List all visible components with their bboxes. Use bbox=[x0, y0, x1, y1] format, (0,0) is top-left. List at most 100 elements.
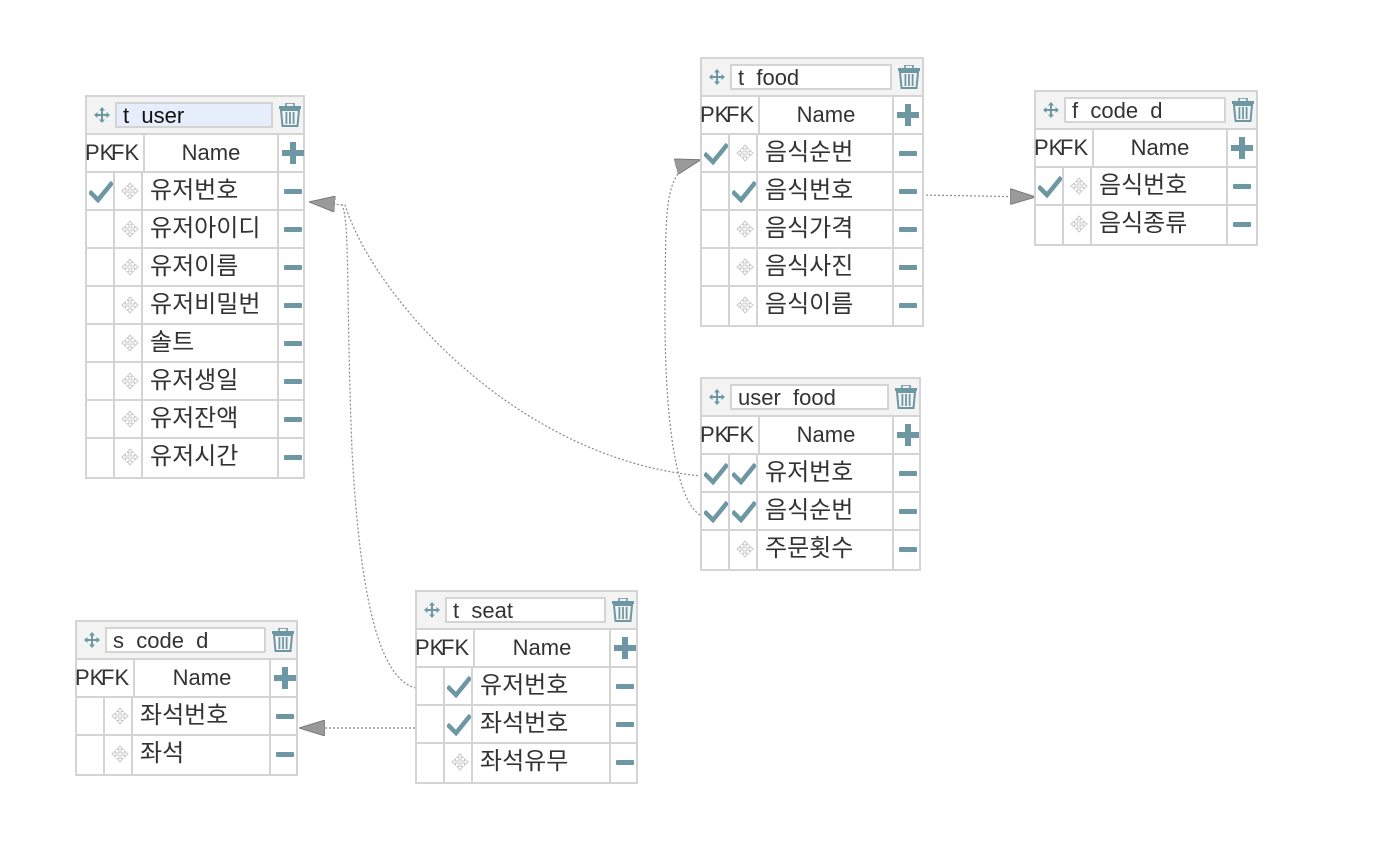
column-row[interactable]: 좌석유무 bbox=[417, 744, 636, 782]
plus-icon[interactable] bbox=[897, 104, 919, 126]
column-row[interactable]: 솔트 bbox=[87, 325, 303, 363]
minus-icon[interactable] bbox=[899, 265, 917, 270]
drag-handle-icon[interactable] bbox=[736, 144, 754, 162]
column-row[interactable]: 유저이름 bbox=[87, 249, 303, 287]
minus-icon[interactable] bbox=[616, 760, 634, 765]
drag-handle-icon[interactable] bbox=[736, 540, 754, 558]
column-row[interactable]: 음식순번 bbox=[702, 493, 919, 531]
fk-cell[interactable] bbox=[445, 706, 473, 742]
drag-handle-icon[interactable] bbox=[121, 448, 139, 466]
table-header[interactable]: t_food bbox=[702, 59, 922, 97]
minus-icon[interactable] bbox=[899, 471, 917, 476]
minus-icon[interactable] bbox=[899, 303, 917, 308]
table-header[interactable]: user_food bbox=[702, 379, 919, 417]
drag-handle-icon[interactable] bbox=[121, 220, 139, 238]
pk-cell[interactable] bbox=[702, 493, 730, 529]
pk-cell[interactable] bbox=[87, 287, 115, 323]
drag-handle-icon[interactable] bbox=[121, 334, 139, 352]
column-name[interactable]: 유저생일 bbox=[143, 363, 279, 399]
fk-cell[interactable] bbox=[115, 439, 143, 477]
column-row[interactable]: 유저생일 bbox=[87, 363, 303, 401]
table-header[interactable]: f_code_d bbox=[1036, 92, 1256, 130]
column-name[interactable]: 음식번호 bbox=[1092, 168, 1228, 204]
minus-icon[interactable] bbox=[616, 684, 634, 689]
column-row[interactable]: 좌석번호 bbox=[417, 706, 636, 744]
drag-handle-icon[interactable] bbox=[736, 296, 754, 314]
checkmark-icon[interactable] bbox=[702, 500, 730, 524]
checkmark-icon[interactable] bbox=[1036, 175, 1064, 199]
column-row[interactable]: 음식가격 bbox=[702, 211, 922, 249]
pk-cell[interactable] bbox=[1036, 168, 1064, 204]
move-arrows-icon[interactable] bbox=[83, 631, 101, 649]
fk-cell[interactable] bbox=[730, 287, 758, 325]
drag-handle-icon[interactable] bbox=[121, 182, 139, 200]
column-name[interactable]: 음식사진 bbox=[758, 249, 894, 285]
minus-icon[interactable] bbox=[1233, 184, 1251, 189]
trash-icon[interactable] bbox=[612, 597, 634, 622]
column-name[interactable]: 솔트 bbox=[143, 325, 279, 361]
minus-icon[interactable] bbox=[899, 547, 917, 552]
column-name[interactable]: 주문횟수 bbox=[758, 531, 894, 569]
column-name[interactable]: 음식번호 bbox=[758, 173, 894, 209]
column-row[interactable]: 주문횟수 bbox=[702, 531, 919, 569]
table-header[interactable]: s_code_d bbox=[77, 622, 296, 660]
column-name[interactable]: 유저시간 bbox=[143, 439, 279, 477]
fk-cell[interactable] bbox=[115, 287, 143, 323]
column-row[interactable]: 유저잔액 bbox=[87, 401, 303, 439]
fk-cell[interactable] bbox=[115, 249, 143, 285]
column-name[interactable]: 유저번호 bbox=[758, 455, 894, 491]
fk-cell[interactable] bbox=[730, 211, 758, 247]
column-row[interactable]: 음식사진 bbox=[702, 249, 922, 287]
pk-cell[interactable] bbox=[87, 401, 115, 437]
column-name[interactable]: 유저아이디 bbox=[143, 211, 279, 247]
column-name[interactable]: 음식종류 bbox=[1092, 206, 1228, 244]
column-name[interactable]: 좌석번호 bbox=[133, 698, 271, 734]
minus-icon[interactable] bbox=[284, 341, 302, 346]
column-row[interactable]: 유저번호 bbox=[417, 668, 636, 706]
drag-handle-icon[interactable] bbox=[111, 707, 129, 725]
fk-cell[interactable] bbox=[730, 455, 758, 491]
pk-cell[interactable] bbox=[77, 698, 105, 734]
pk-cell[interactable] bbox=[702, 249, 730, 285]
fk-cell[interactable] bbox=[445, 668, 473, 704]
drag-handle-icon[interactable] bbox=[111, 745, 129, 763]
table-header[interactable]: t_seat bbox=[417, 592, 636, 630]
table-header[interactable]: t_user bbox=[87, 97, 303, 135]
fk-cell[interactable] bbox=[115, 363, 143, 399]
column-name[interactable]: 유저번호 bbox=[143, 173, 279, 209]
pk-cell[interactable] bbox=[417, 744, 445, 782]
fk-cell[interactable] bbox=[730, 135, 758, 171]
pk-cell[interactable] bbox=[702, 287, 730, 325]
column-name[interactable]: 유저번호 bbox=[473, 668, 611, 704]
drag-handle-icon[interactable] bbox=[121, 410, 139, 428]
drag-handle-icon[interactable] bbox=[736, 220, 754, 238]
minus-icon[interactable] bbox=[284, 189, 302, 194]
column-name[interactable]: 좌석유무 bbox=[473, 744, 611, 782]
minus-icon[interactable] bbox=[899, 151, 917, 156]
trash-icon[interactable] bbox=[898, 64, 920, 89]
pk-cell[interactable] bbox=[417, 668, 445, 704]
column-row[interactable]: 유저비밀번 bbox=[87, 287, 303, 325]
pk-cell[interactable] bbox=[87, 325, 115, 361]
move-arrows-icon[interactable] bbox=[708, 68, 726, 86]
column-name[interactable]: 음식순번 bbox=[758, 493, 894, 529]
table-name-input[interactable]: user_food bbox=[730, 384, 889, 410]
move-arrows-icon[interactable] bbox=[93, 106, 111, 124]
pk-cell[interactable] bbox=[702, 173, 730, 209]
column-name[interactable]: 유저비밀번 bbox=[143, 287, 279, 323]
fk-cell[interactable] bbox=[730, 249, 758, 285]
pk-cell[interactable] bbox=[87, 173, 115, 209]
trash-icon[interactable] bbox=[272, 627, 294, 652]
fk-cell[interactable] bbox=[1064, 168, 1092, 204]
column-name[interactable]: 좌석 bbox=[133, 736, 271, 774]
table-name-input[interactable]: t_seat bbox=[445, 597, 606, 623]
minus-icon[interactable] bbox=[284, 265, 302, 270]
drag-handle-icon[interactable] bbox=[1070, 177, 1088, 195]
table-name-input[interactable]: f_code_d bbox=[1064, 97, 1226, 123]
checkmark-icon[interactable] bbox=[730, 180, 758, 204]
column-name[interactable]: 좌석번호 bbox=[473, 706, 611, 742]
